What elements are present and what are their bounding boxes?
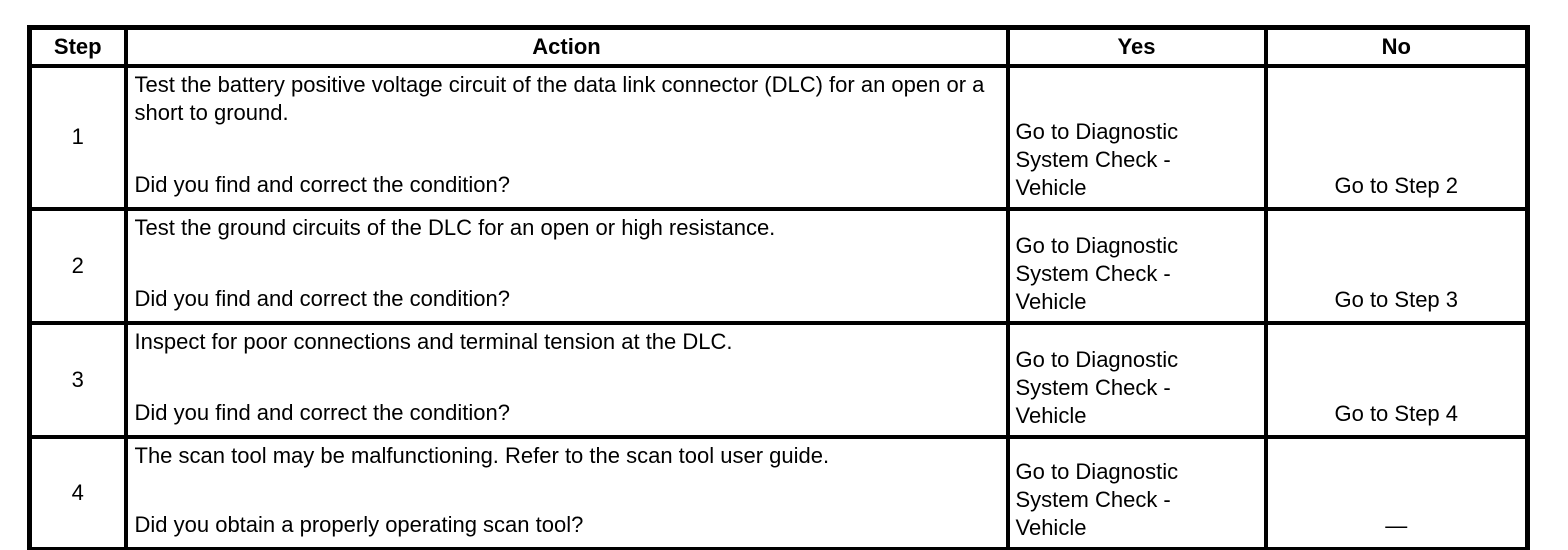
question-text: Did you find and correct the condition? — [134, 171, 510, 197]
action-text: The scan tool may be malfunctioning. Ref… — [134, 442, 830, 468]
step-column-header: Step — [27, 25, 128, 68]
yes-result-text: Go to Diagnostic System Check - Vehicle — [1015, 118, 1179, 200]
yes-cell: Go to Diagnostic System Check - Vehicle — [1005, 434, 1268, 550]
diagnostic-table: Step Action Yes No 1 Test the battery po… — [27, 25, 1530, 550]
action-cell: Test the ground circuits of the DLC for … — [123, 206, 1010, 325]
action-text: Test the battery positive voltage circui… — [134, 71, 985, 125]
action-column-header: Action — [123, 25, 1010, 68]
header-row: Step Action Yes No — [27, 25, 1530, 68]
no-result-text: Go to Step 4 — [1334, 400, 1459, 426]
yes-result-text: Go to Diagnostic System Check - Vehicle — [1015, 346, 1179, 428]
table-row: 3 Inspect for poor connections and termi… — [27, 320, 1530, 439]
no-column-header: No — [1263, 25, 1530, 68]
step-number: 1 — [27, 63, 128, 211]
step-number: 4 — [27, 434, 128, 550]
question-text: Did you find and correct the condition? — [134, 285, 510, 311]
question-text: Did you obtain a properly operating scan… — [134, 511, 584, 537]
table-row: 2 Test the ground circuits of the DLC fo… — [27, 206, 1530, 325]
action-text: Test the ground circuits of the DLC for … — [134, 214, 776, 240]
action-text: Inspect for poor connections and termina… — [134, 328, 733, 354]
step-number: 2 — [27, 206, 128, 325]
step-number: 3 — [27, 320, 128, 439]
yes-cell: Go to Diagnostic System Check - Vehicle — [1005, 63, 1268, 211]
no-cell: Go to Step 2 — [1263, 63, 1530, 211]
table-row: 1 Test the battery positive voltage circ… — [27, 63, 1530, 211]
no-cell: Go to Step 3 — [1263, 206, 1530, 325]
action-cell: The scan tool may be malfunctioning. Ref… — [123, 434, 1010, 550]
no-result-text: Go to Step 2 — [1334, 172, 1459, 198]
yes-cell: Go to Diagnostic System Check - Vehicle — [1005, 320, 1268, 439]
yes-result-text: Go to Diagnostic System Check - Vehicle — [1015, 232, 1179, 314]
action-cell: Inspect for poor connections and termina… — [123, 320, 1010, 439]
action-cell: Test the battery positive voltage circui… — [123, 63, 1010, 211]
question-text: Did you find and correct the condition? — [134, 399, 510, 425]
table-row: 4 The scan tool may be malfunctioning. R… — [27, 434, 1530, 550]
no-result-text: — — [1385, 512, 1408, 538]
yes-result-text: Go to Diagnostic System Check - Vehicle — [1015, 458, 1179, 540]
no-result-text: Go to Step 3 — [1334, 286, 1459, 312]
no-cell: Go to Step 4 — [1263, 320, 1530, 439]
no-cell: — — [1263, 434, 1530, 550]
yes-cell: Go to Diagnostic System Check - Vehicle — [1005, 206, 1268, 325]
yes-column-header: Yes — [1005, 25, 1268, 68]
